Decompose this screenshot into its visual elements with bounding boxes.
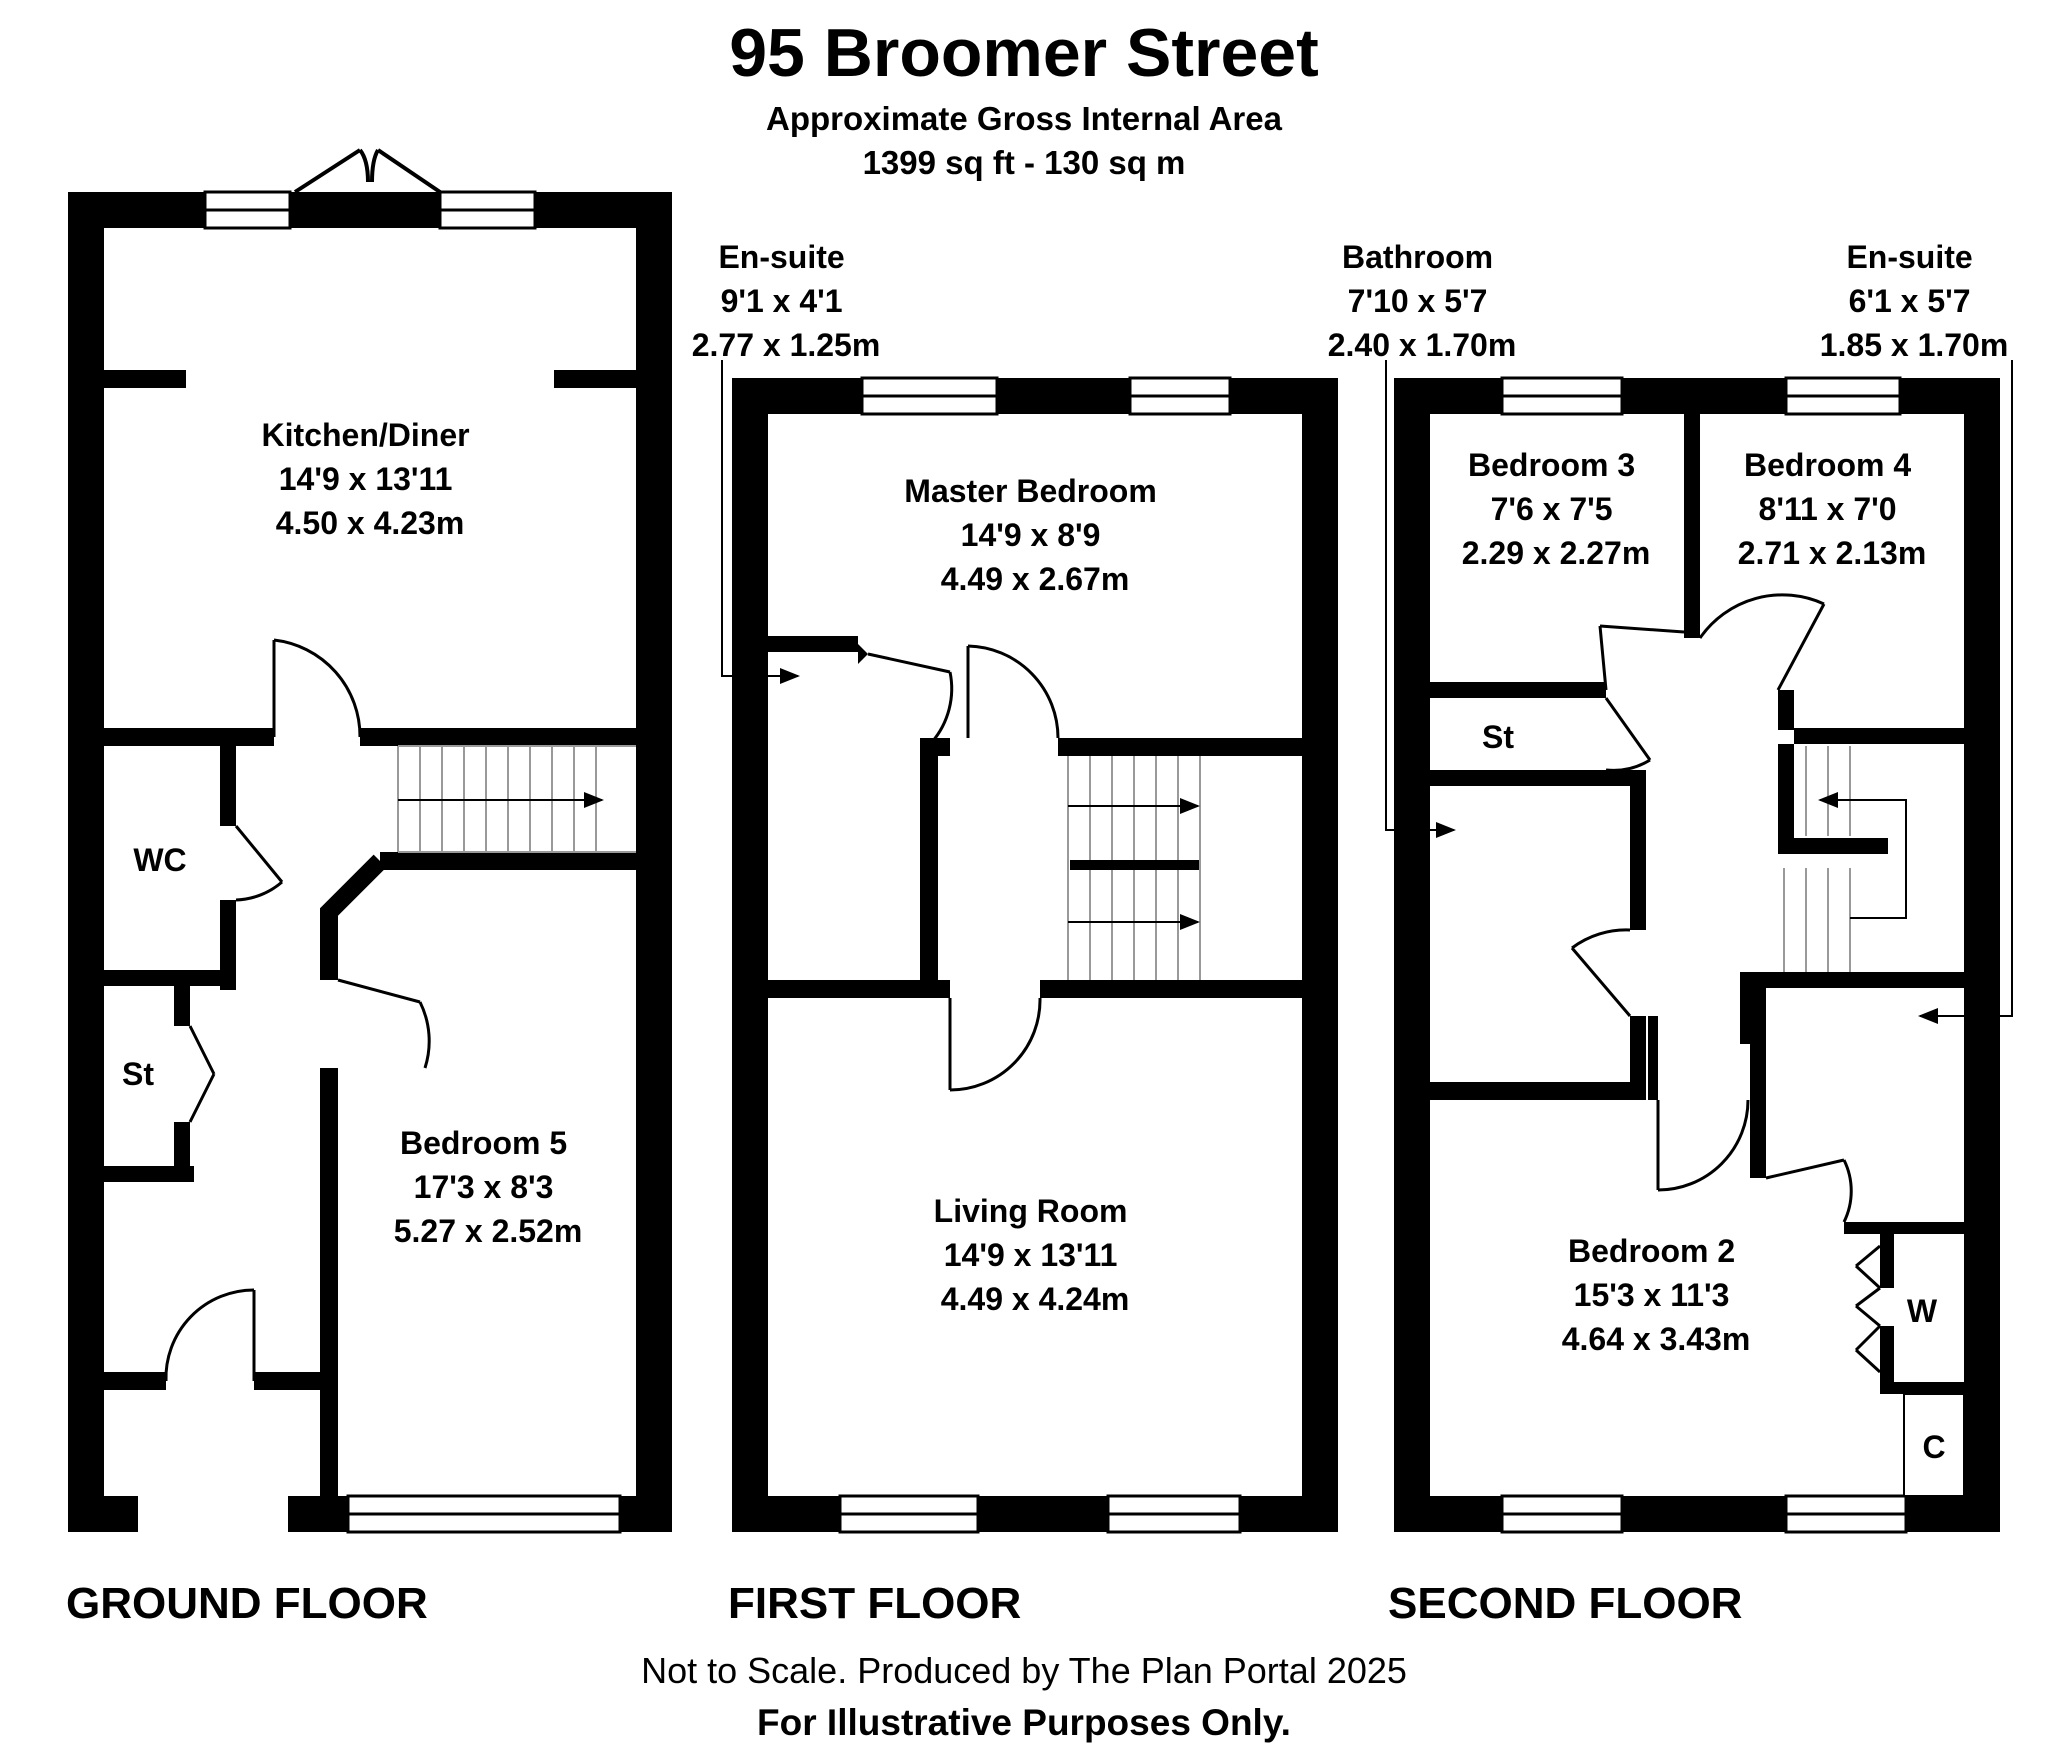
bedroom3-label: Bedroom 3 7'6 x 7'5 2.29 x 2.27m — [1462, 447, 1651, 571]
second-stairs — [1783, 746, 1907, 972]
plan-subtitle: Approximate Gross Internal Area — [766, 100, 1282, 137]
ground-stairs — [397, 745, 636, 853]
bedroom4-label: Bedroom 4 8'11 x 7'0 2.71 x 2.13m — [1738, 447, 1927, 571]
kitchen-label: Kitchen/Diner 14'9 x 13'11 4.50 x 4.23m — [262, 417, 479, 541]
ensuite-pointer — [721, 360, 800, 684]
first-floor-plan: En-suite 9'1 x 4'1 2.77 x 1.25m Master B… — [692, 239, 1338, 1628]
second-ensuite-label: En-suite 6'1 x 5'7 1.85 x 1.70m — [1820, 239, 2009, 363]
plan-area: 1399 sq ft - 130 sq m — [862, 144, 1186, 181]
first-stairs — [1067, 756, 1201, 980]
ground-angled-wall — [320, 854, 387, 928]
first-outer-walls — [732, 378, 1338, 1532]
ground-floor-label: GROUND FLOOR — [66, 1579, 428, 1628]
ensuite2-pointer — [1918, 360, 2013, 1024]
plan-title: 95 Broomer Street — [729, 15, 1319, 91]
second-floor-label: SECOND FLOOR — [1388, 1579, 1742, 1628]
second-windows — [1500, 376, 1908, 1534]
wardrobe-label: W — [1907, 1293, 1938, 1329]
first-windows — [838, 376, 1242, 1534]
ground-windows — [203, 190, 622, 1534]
cupboard-label: C — [1922, 1429, 1945, 1465]
ground-interior-walls — [104, 370, 636, 1496]
ground-outer-walls — [68, 192, 672, 1532]
second-store-label: St — [1482, 719, 1514, 755]
ground-french-doors — [293, 148, 442, 194]
ground-doors — [164, 638, 431, 1382]
living-room-label: Living Room 14'9 x 13'11 4.49 x 4.24m — [934, 1193, 1137, 1317]
first-doors — [867, 644, 1060, 1092]
bathroom-label: Bathroom 7'10 x 5'7 2.40 x 1.70m — [1328, 239, 1517, 363]
disclaimer: For Illustrative Purposes Only. — [757, 1702, 1291, 1743]
first-interior-walls — [768, 636, 1302, 998]
second-floor-plan: Bathroom 7'10 x 5'7 2.40 x 1.70m En-suit… — [1328, 239, 2013, 1628]
second-doors — [1570, 593, 1882, 1374]
bedroom5-label: Bedroom 5 17'3 x 8'3 5.27 x 2.52m — [394, 1125, 583, 1249]
wc-label: WC — [133, 842, 186, 878]
first-floor-label: FIRST FLOOR — [728, 1579, 1021, 1628]
second-interior-walls — [1430, 414, 1964, 1394]
ground-floor-plan: Kitchen/Diner 14'9 x 13'11 4.50 x 4.23m … — [66, 148, 672, 1628]
bedroom2-label: Bedroom 2 15'3 x 11'3 4.64 x 3.43m — [1562, 1233, 1751, 1357]
ground-store-label: St — [122, 1056, 154, 1092]
scale-note: Not to Scale. Produced by The Plan Porta… — [641, 1650, 1407, 1691]
master-bedroom-label: Master Bedroom 14'9 x 8'9 4.49 x 2.67m — [904, 473, 1165, 597]
second-outer-walls — [1394, 378, 2000, 1532]
first-ensuite-label: En-suite 9'1 x 4'1 2.77 x 1.25m — [692, 239, 881, 363]
bathroom-pointer — [1385, 360, 1456, 838]
